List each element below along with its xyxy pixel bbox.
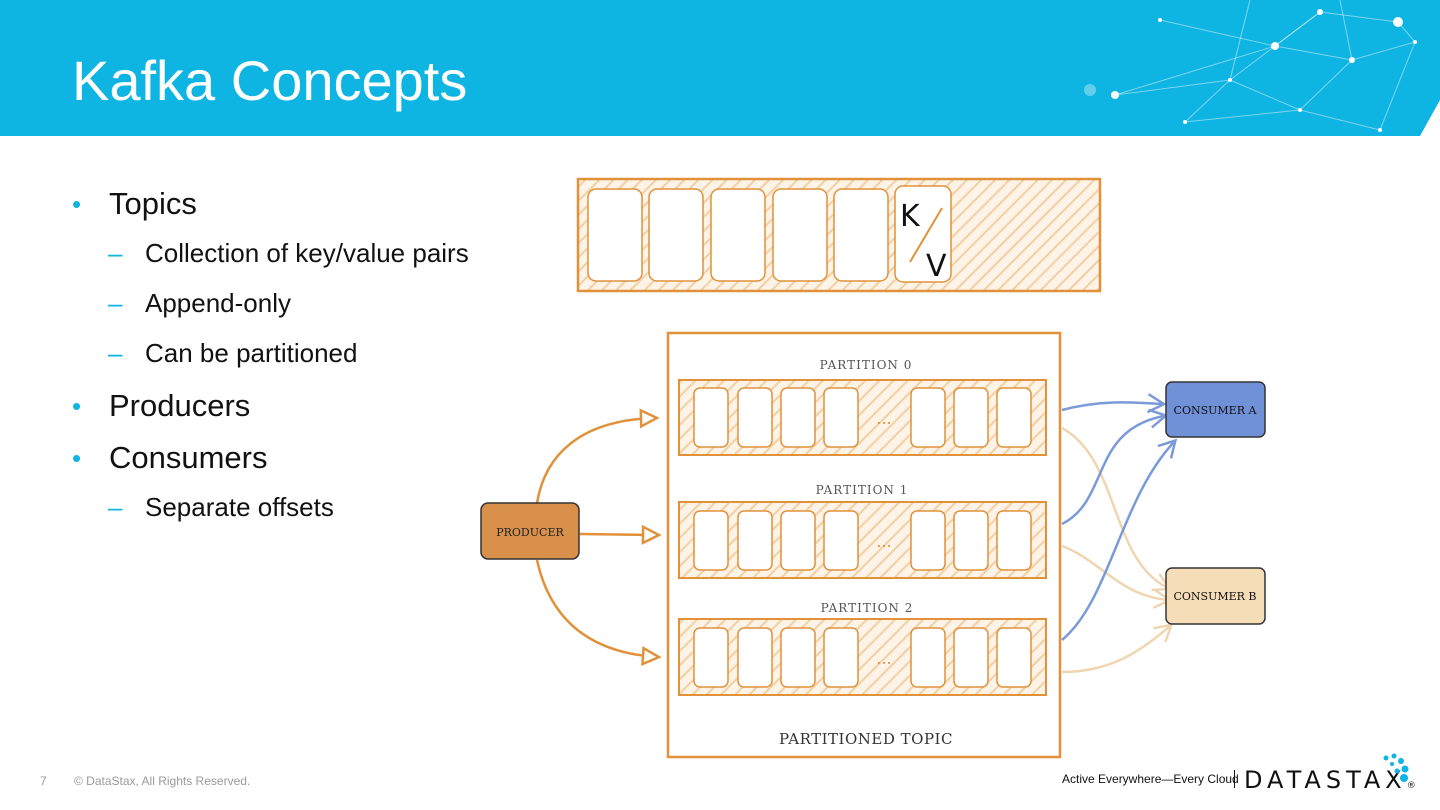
partition-label: PARTITION 0 [820, 358, 913, 372]
sub-bullet: –Can be partitioned [72, 334, 542, 384]
consumer-a-box: CONSUMER A [1165, 381, 1266, 438]
ellipsis: ... [876, 409, 891, 428]
log-record [772, 188, 828, 282]
producer-box: PRODUCER [480, 502, 580, 560]
slide-title: Kafka Concepts [72, 49, 468, 112]
consumer-a-arrows [1061, 393, 1178, 641]
network-graphic [1084, 0, 1440, 136]
partition-label: PARTITION 2 [821, 601, 914, 615]
page-number: 7 [40, 774, 47, 788]
kv-value: V [926, 249, 947, 284]
sub-bullet: –Collection of key/value pairs [72, 234, 542, 284]
partition-0 [678, 379, 1047, 456]
dash-icon: – [108, 492, 123, 522]
kv-key: K [900, 199, 921, 234]
bullet-consumers: •Consumers [72, 436, 542, 488]
log-record-kv [894, 185, 952, 283]
copyright: © DataStax, All Rights Reserved. [74, 774, 251, 788]
partition-2 [678, 618, 1047, 696]
consumer-a-label: CONSUMER A [1174, 404, 1258, 417]
producer-arrows [535, 418, 657, 657]
logo-divider [1234, 770, 1235, 788]
logo-dots-icon [1383, 753, 1409, 782]
bullet-dot-icon: • [72, 189, 82, 219]
producer-label: PRODUCER [496, 526, 564, 539]
bullet-list: •Topics –Collection of key/value pairs –… [72, 182, 542, 538]
dash-icon: – [108, 288, 123, 318]
consumer-b-box: CONSUMER B [1165, 567, 1266, 625]
tagline: Active Everywhere—Every Cloud [1062, 772, 1239, 786]
sub-bullet: –Append-only [72, 284, 542, 334]
bullet-dot-icon: • [72, 391, 82, 421]
ellipsis: ... [876, 532, 891, 551]
log-record [587, 188, 643, 282]
log-record [710, 188, 766, 282]
bullet-dot-icon: • [72, 443, 82, 473]
slide-header: Kafka Concepts [0, 0, 1440, 136]
sub-bullet: –Separate offsets [72, 488, 542, 538]
topic-label: PARTITIONED TOPIC [779, 730, 953, 748]
ellipsis: ... [876, 649, 891, 668]
bullet-topics: •Topics [72, 182, 542, 234]
partition-1 [678, 501, 1047, 579]
partition-label: PARTITION 1 [816, 483, 909, 497]
datastax-logo: DATASTAX® [1244, 766, 1416, 794]
dash-icon: – [108, 338, 123, 368]
log-record [833, 188, 889, 282]
log-record [648, 188, 704, 282]
consumer-b-arrows [1061, 426, 1174, 674]
topic-log: K V [576, 177, 1102, 293]
bullet-producers: •Producers [72, 384, 542, 436]
dash-icon: – [108, 238, 123, 268]
partitioned-topic: PARTITION 0 ... PARTITION 1 ... PARTITIO… [666, 331, 1062, 759]
consumer-b-label: CONSUMER B [1173, 590, 1256, 603]
